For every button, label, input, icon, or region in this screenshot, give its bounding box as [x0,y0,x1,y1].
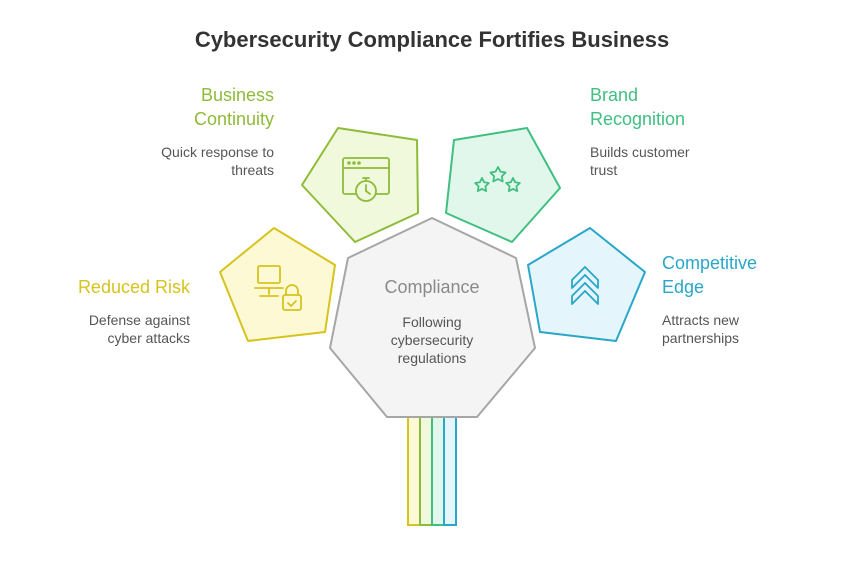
compliance-heptagon [329,217,536,418]
label-reduced-risk: Reduced Risk [77,277,190,297]
chevrons-up-icon [571,266,599,305]
label-business-continuity: Business Continuity [193,85,274,129]
center-label: Compliance [384,277,480,297]
description-reduced-risk: Defense against cyber attacks [88,312,190,346]
laptop-lock-icon [254,265,302,311]
description-business-continuity: Quick response to threats [161,144,274,178]
stem-brand-recognition [431,416,445,526]
browser-stopwatch-icon [342,157,390,202]
stems [407,416,457,526]
pentagon-brand-recognition [445,127,561,243]
stem-competitive-edge [443,416,457,526]
diagram-title: Cybersecurity Compliance Fortifies Busin… [194,27,670,52]
stars-icon [474,166,521,193]
description-brand-recognition: Builds customer trust [590,144,690,178]
stem-reduced-risk [407,416,421,526]
stem-business-continuity [419,416,433,526]
label-competitive-edge: Competitive Edge [662,253,758,297]
label-brand-recognition: Brand Recognition [590,85,686,129]
description-competitive-edge: Attracts new partnerships [662,312,740,346]
center-description: Following cybersecurity regulations [390,314,474,366]
pentagon-reduced-risk [219,227,336,342]
